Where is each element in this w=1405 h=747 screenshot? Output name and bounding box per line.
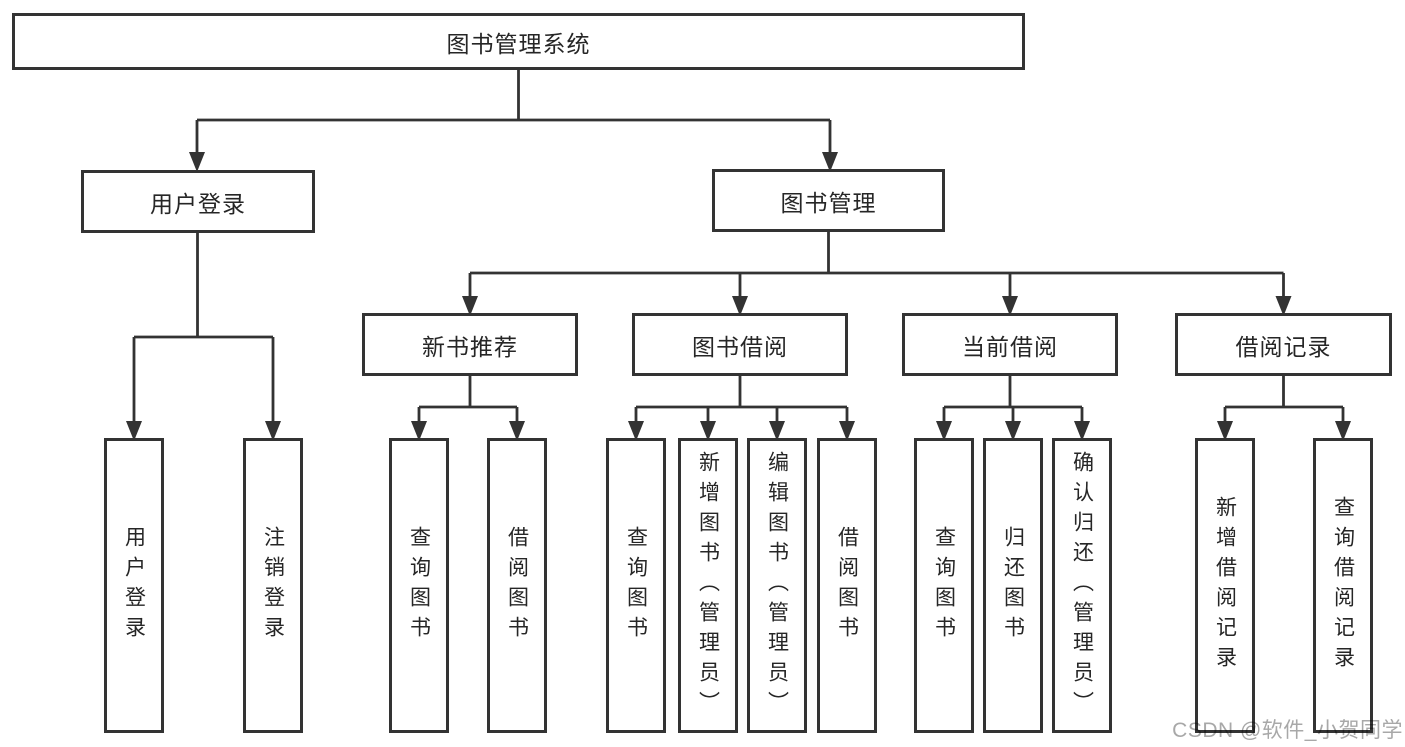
connector-curborrow-to-leaves (942, 376, 1084, 424)
leaf-query-books-newbook: 查询图书 (389, 438, 449, 733)
leaf-label: 用户登录 (122, 525, 146, 646)
leaf-label: 借阅图书 (505, 525, 529, 646)
arrowhead-down-icon (1005, 421, 1021, 441)
node-label: 用户登录 (150, 190, 246, 217)
arrowhead-down-icon (126, 421, 142, 441)
leaf-logout: 注销登录 (243, 438, 303, 733)
node-label: 当前借阅 (962, 333, 1058, 360)
arrowhead-down-icon (189, 152, 205, 172)
leaf-label: 新增借阅记录 (1213, 495, 1237, 676)
leaf-borrow-books-borrow: 借阅图书 (817, 438, 877, 733)
arrowhead-down-icon (700, 421, 716, 441)
arrowhead-down-icon (1074, 421, 1090, 441)
leaf-user-login: 用户登录 (104, 438, 164, 733)
leaf-add-book-admin: 新增图书（管理员） (678, 438, 738, 733)
arrowhead-down-icon (732, 296, 748, 316)
leaf-label: 查询图书 (407, 525, 431, 646)
arrowhead-down-icon (1217, 421, 1233, 441)
leaf-label: 查询借阅记录 (1331, 495, 1355, 676)
arrowhead-down-icon (628, 421, 644, 441)
node-book-management: 图书管理 (712, 169, 945, 232)
arrowhead-down-icon (936, 421, 952, 441)
node-borrow-records: 借阅记录 (1175, 313, 1392, 376)
connector-bookborrow-to-leaves (634, 376, 849, 424)
node-label: 图书借阅 (692, 333, 788, 360)
leaf-label: 归还图书 (1001, 525, 1025, 646)
arrowhead-down-icon (1275, 296, 1292, 316)
csdn-watermark: CSDN @软件_小贺同学 (1172, 719, 1403, 742)
leaf-query-books-borrow: 查询图书 (606, 438, 666, 733)
arrowhead-down-icon (769, 421, 785, 441)
connector-borrowrec-to-leaves (1223, 376, 1345, 424)
leaf-return-book: 归还图书 (983, 438, 1043, 733)
leaf-add-borrow-record: 新增借阅记录 (1195, 438, 1255, 733)
leaf-edit-book-admin: 编辑图书（管理员） (747, 438, 807, 733)
arrowhead-down-icon (462, 296, 478, 316)
node-root-system: 图书管理系统 (12, 13, 1025, 70)
leaf-confirm-return-admin: 确认归还（管理员） (1052, 438, 1112, 733)
leaf-label: 查询图书 (932, 525, 956, 646)
leaf-label: 查询图书 (624, 525, 648, 646)
connector-bookmgmt-to-level3 (468, 232, 1285, 300)
node-label: 借阅记录 (1235, 333, 1332, 360)
arrowhead-down-icon (822, 152, 838, 172)
node-book-borrow: 图书借阅 (632, 313, 848, 376)
leaf-label: 借阅图书 (835, 525, 859, 646)
leaf-label: 新增图书（管理员） (696, 450, 720, 721)
leaf-query-books-current: 查询图书 (914, 438, 974, 733)
node-current-borrow: 当前借阅 (902, 313, 1118, 376)
node-label: 新书推荐 (422, 333, 518, 360)
leaf-label: 注销登录 (261, 525, 285, 646)
leaf-query-borrow-record: 查询借阅记录 (1313, 438, 1373, 733)
connector-root-to-level2 (195, 70, 832, 156)
arrowhead-down-icon (1002, 296, 1018, 316)
connector-userlogin-to-leaves (132, 233, 275, 424)
node-label: 图书管理 (780, 189, 877, 216)
connector-newbook-to-leaves (417, 376, 519, 424)
node-user-login: 用户登录 (81, 170, 315, 233)
leaf-label: 确认归还（管理员） (1070, 450, 1094, 721)
arrowhead-down-icon (509, 421, 525, 441)
arrowhead-down-icon (265, 421, 281, 441)
leaf-label: 编辑图书（管理员） (765, 450, 789, 721)
leaf-borrow-books-newbook: 借阅图书 (487, 438, 547, 733)
arrowhead-down-icon (1335, 421, 1351, 441)
arrowhead-down-icon (839, 421, 855, 441)
node-label: 图书管理系统 (446, 30, 591, 57)
node-new-book-recommend: 新书推荐 (362, 313, 578, 376)
arrowhead-down-icon (411, 421, 427, 441)
